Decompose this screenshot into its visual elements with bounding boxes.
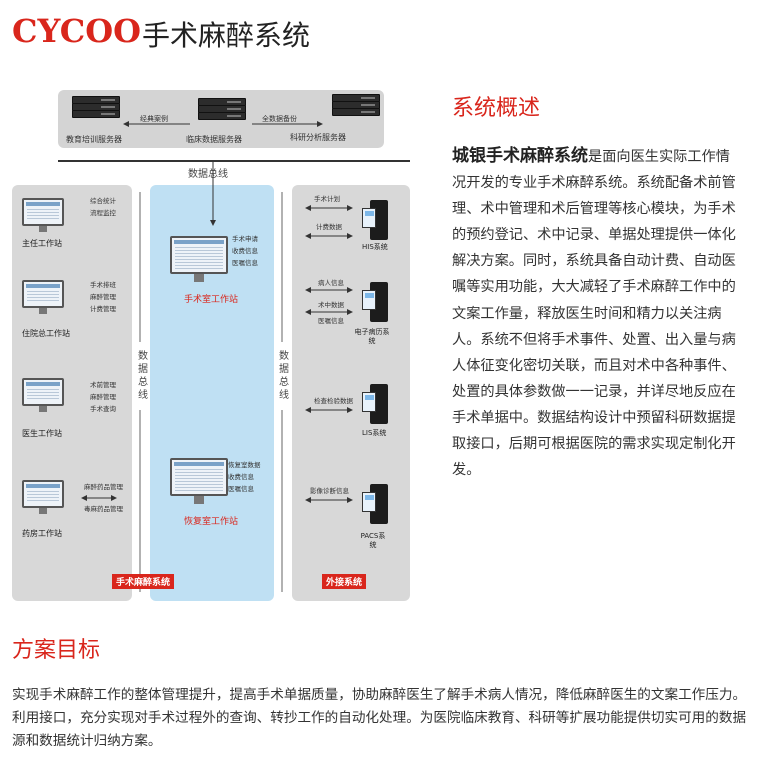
function-label: 麻醉管理 [90,393,116,401]
overview-paragraph: 城银手术麻醉系统是面向医生实际工作情况开发的专业手术麻醉系统。系统配备术前管理、… [452,143,744,483]
function-label: 检查检验数据 [314,397,353,405]
function-label: 医嘱信息 [318,317,344,325]
function-label: 术中数据 [318,301,344,309]
system-computer-icon [362,282,388,322]
function-label: 病人信息 [318,279,344,287]
function-label: 麻醉药品管理 [84,483,123,491]
overview-lead: 城银手术麻醉系统 [452,146,588,166]
overview-body: 是面向医生实际工作情况开发的专业手术麻醉系统。系统配备术前管理、术中管理和术后管… [452,149,736,479]
function-label: 收费信息 [228,473,254,481]
system-computer-icon [362,384,388,424]
data-bus-label: 数据总线 [188,169,228,180]
system-label: HIS系统 [362,243,388,251]
function-label: 手术排班 [90,281,116,289]
arrow-label: 经典案例 [140,115,168,123]
function-label: 毒麻药品管理 [84,505,123,513]
function-label: 医嘱信息 [232,259,258,267]
server-icon [332,94,380,116]
workstation-monitor-icon [22,280,64,314]
system-computer-icon [362,200,388,240]
workstation-monitor-icon [170,458,228,504]
vertical-bus-label: 数据总线 [138,351,148,401]
function-label: 麻醉管理 [90,293,116,301]
function-label: 综合统计 [90,197,116,205]
server-icon [198,98,246,120]
architecture-diagram: 教育培训服务器 临床数据服务器 科研分析服务器 经典案例 全数据备份 数据总线 … [0,80,430,610]
header: CYCOO 手术麻醉系统 [0,0,760,62]
overview-heading: 系统概述 [452,96,541,121]
server-label: 科研分析服务器 [290,133,346,142]
function-label: 计费管理 [90,305,116,313]
goal-paragraph: 实现手术麻醉工作的整体管理提升，提高手术单据质量，协助麻醉医生了解手术病人情况，… [12,687,747,749]
function-label: 影像诊断信息 [310,487,349,495]
station-label: 主任工作站 [22,239,62,248]
goal-heading: 方案目标 [12,638,101,663]
system-label: 电子病历系统 [354,328,390,345]
page-title: 手术麻醉系统 [142,19,311,52]
function-label: 计费数据 [316,223,342,231]
function-label: 流程监控 [90,209,116,217]
system-label: LIS系统 [362,429,387,437]
workstation-monitor-icon [22,198,64,232]
server-label: 临床数据服务器 [186,135,242,144]
function-label: 手术计划 [314,195,340,203]
function-label: 手术查询 [90,405,116,413]
station-label: 住院总工作站 [22,329,70,338]
function-label: 收费信息 [232,247,258,255]
workstation-monitor-icon [22,378,64,412]
system-badge: 手术麻醉系统 [112,574,175,589]
station-label: 药房工作站 [22,529,62,538]
workstation-monitor-icon [22,480,64,514]
function-label: 医嘱信息 [228,485,254,493]
vertical-bus-label: 数据总线 [279,351,289,401]
server-label: 教育培训服务器 [66,135,122,144]
system-computer-icon [362,484,388,524]
system-badge: 外接系统 [322,574,367,589]
station-label: 医生工作站 [22,429,62,438]
station-label: 手术室工作站 [184,295,239,305]
system-label: PACS系统 [360,532,386,549]
function-label: 手术申请 [232,235,258,243]
function-label: 术前管理 [90,381,116,389]
server-icon [72,96,120,118]
data-bus-line [58,160,410,162]
station-label: 恢复室工作站 [184,517,239,527]
brand-logo: CYCOO [12,12,141,50]
function-label: 恢复室数据 [228,461,261,469]
external-systems-column [292,185,410,601]
arrow-label: 全数据备份 [262,115,297,123]
connector-lines [81,121,353,592]
workstation-monitor-icon [170,236,228,282]
